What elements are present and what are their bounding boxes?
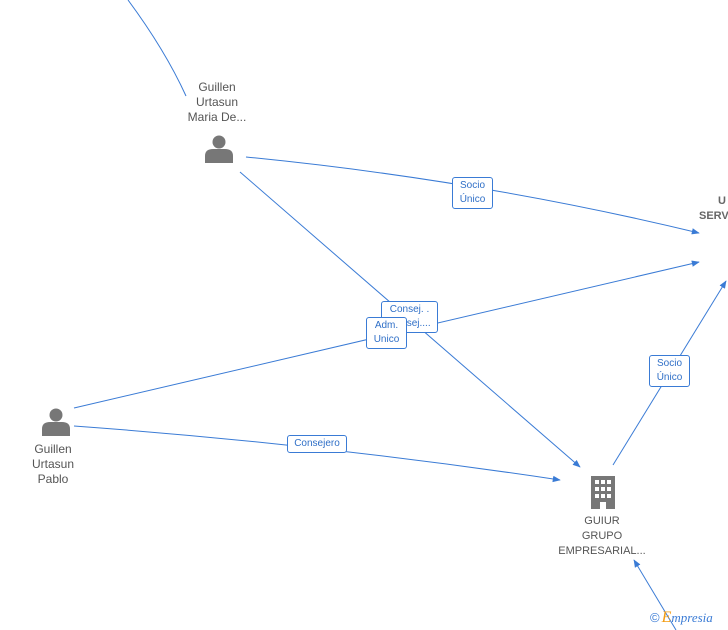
node-label-line: EMPRESARIAL...	[558, 545, 646, 557]
node-label-line: GRUPO	[581, 530, 623, 542]
node-label-line: Guillen	[198, 80, 236, 94]
edge-label-line: Consejero	[294, 438, 340, 449]
node-label-line: U	[718, 195, 726, 207]
node-label-line: Maria De...	[187, 110, 247, 124]
node-label-guillen-maria[interactable]: Guillen Urtasun Maria De...	[177, 80, 257, 125]
edge-label-consejero[interactable]: Consejero	[287, 435, 347, 453]
node-label-line: Guillen	[34, 442, 72, 456]
edge-label-line: Único	[459, 194, 486, 205]
person-icon[interactable]	[42, 408, 70, 437]
edge-label-socio-unico[interactable]: Socio Único	[649, 355, 690, 387]
watermark-text: mpresia	[671, 610, 713, 625]
empresia-watermark: ©Empresia	[650, 609, 713, 627]
edge-label-socio-unico[interactable]: Socio Único	[452, 177, 493, 209]
node-label-line: GUIUR	[584, 515, 620, 527]
edge-label-line: Unico	[373, 334, 400, 345]
edge-offscreen-to-guiur[interactable]	[633, 559, 677, 630]
node-label-line: Pablo	[37, 472, 69, 486]
edge-label-line: Consej. .	[389, 304, 430, 315]
edge-label-line: Adm.	[374, 320, 399, 331]
node-label-offscreen-company[interactable]: U SERV	[696, 194, 728, 224]
edge-label-adm-unico[interactable]: Adm. Unico	[366, 317, 407, 349]
node-label-line: Urtasun	[195, 95, 239, 109]
node-label-line: Urtasun	[31, 457, 75, 471]
edge-label-line: Consej....	[388, 318, 431, 329]
edge-label-line: Socio	[459, 180, 485, 191]
copyright-icon: ©	[650, 610, 660, 625]
edge-label-line: Socio	[656, 358, 682, 369]
person-icon[interactable]	[205, 135, 233, 164]
edge-label-line: Único	[656, 372, 683, 383]
edge-offscreen-to-maria[interactable]	[127, 0, 187, 97]
node-label-line: SERV	[699, 210, 728, 222]
node-label-guiur-grupo[interactable]: GUIUR GRUPO EMPRESARIAL...	[551, 514, 653, 559]
watermark-e-letter: E	[661, 609, 672, 626]
building-icon[interactable]	[591, 476, 615, 509]
node-label-guillen-pablo[interactable]: Guillen Urtasun Pablo	[18, 442, 88, 487]
